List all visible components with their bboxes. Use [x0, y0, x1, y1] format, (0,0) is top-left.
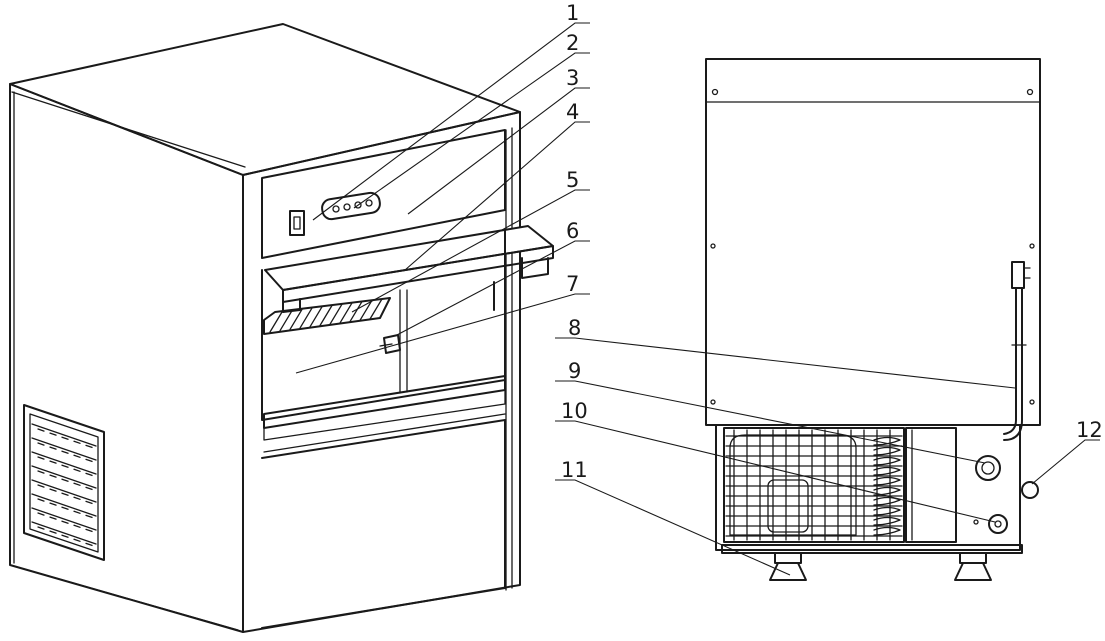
power-switch [289, 210, 305, 236]
callout-6: 6 [566, 219, 579, 243]
callout-3: 3 [566, 66, 579, 90]
lower-door [261, 419, 506, 629]
rear-panel [705, 58, 1041, 426]
control-panel-band [261, 129, 506, 259]
callout-8: 8 [568, 316, 581, 340]
callout-labels: 1 2 3 4 5 6 7 8 9 10 11 12 [561, 1, 1103, 482]
callout-5: 5 [566, 168, 579, 192]
rear-view [705, 58, 1041, 581]
drain-fitting [988, 514, 1008, 534]
callout-leaders [295, 22, 1100, 576]
ice-window [261, 229, 506, 421]
coil [873, 436, 901, 536]
cabinet-top [9, 23, 521, 176]
feet [769, 552, 992, 581]
compressor [729, 434, 857, 536]
ice-tray [263, 297, 391, 335]
side-vent-grille [23, 404, 105, 561]
rear-compartment [715, 424, 1021, 551]
indicator-panel [321, 191, 381, 221]
callout-11: 11 [561, 458, 588, 482]
power-cord [1003, 261, 1031, 441]
condenser-grid [723, 427, 905, 543]
front-view [9, 23, 554, 633]
cabinet-front [242, 111, 521, 633]
callout-10: 10 [561, 399, 588, 423]
callout-1: 1 [566, 1, 579, 25]
cabinet-left-side [9, 83, 244, 633]
callout-4: 4 [566, 100, 579, 124]
water-inlet-fitting [975, 455, 1001, 481]
callout-9: 9 [568, 359, 581, 383]
callout-7: 7 [566, 272, 579, 296]
callout-2: 2 [566, 31, 579, 55]
side-knob [1021, 481, 1039, 499]
callout-12: 12 [1076, 418, 1103, 442]
